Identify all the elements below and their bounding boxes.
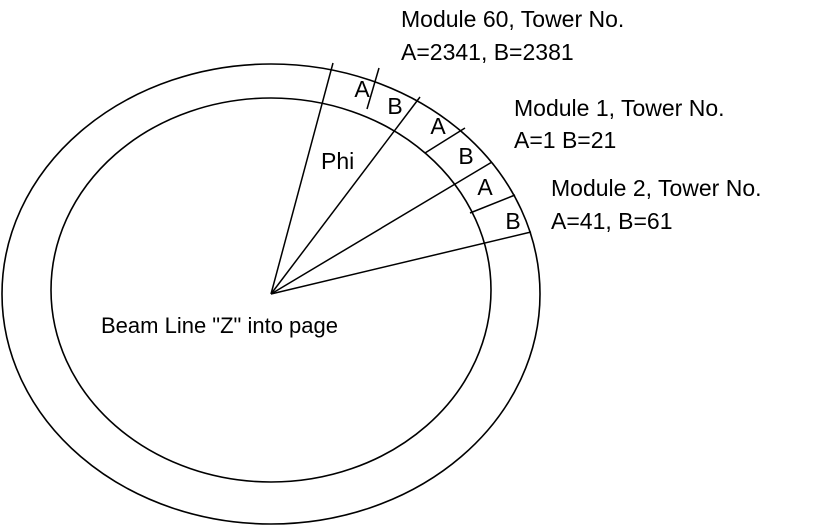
module-60-towers: A=2341, B=2381: [401, 39, 574, 65]
module-2-towers: A=41, B=61: [551, 208, 673, 234]
module-2-title: Module 2, Tower No.: [551, 175, 762, 201]
outer-ring: [1, 63, 541, 525]
tower-label: B: [387, 93, 402, 119]
radial-line-module-1: [270, 96, 421, 295]
tower-label: A: [477, 174, 493, 200]
tower-label: A: [354, 76, 370, 102]
module-1-towers: A=1 B=21: [514, 127, 616, 153]
radial-line-module-60: [270, 62, 334, 295]
tower-label: A: [430, 113, 446, 139]
beam-line-label: Beam Line "Z" into page: [101, 313, 338, 338]
tower-divider-1: [424, 127, 466, 154]
tower-label: B: [458, 143, 473, 169]
phi-label: Phi: [321, 148, 354, 174]
inner-ring: [50, 97, 492, 483]
tower-label: B: [505, 208, 520, 234]
module-60-title: Module 60, Tower No.: [401, 6, 624, 32]
radial-line-module-3: [270, 231, 532, 295]
tower-divider-2: [469, 194, 516, 214]
radial-line-module-2: [270, 161, 493, 295]
tower-divider-60: [366, 67, 380, 110]
module-1-title: Module 1, Tower No.: [514, 95, 725, 121]
